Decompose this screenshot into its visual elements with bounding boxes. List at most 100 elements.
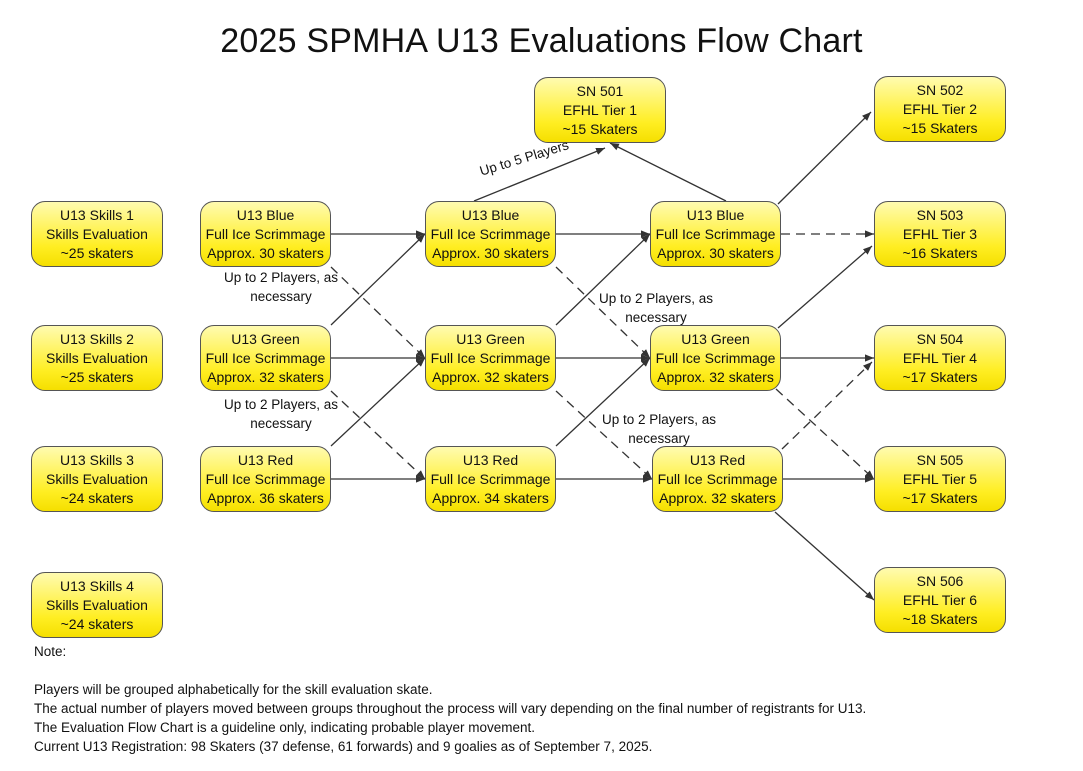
node-type: Skills Evaluation: [46, 225, 148, 242]
note-line: The Evaluation Flow Chart is a guideline…: [34, 720, 536, 735]
node-count: ~24 skaters: [60, 489, 134, 506]
node-name: U13 Green: [681, 330, 750, 347]
node-name: U13 Green: [456, 330, 525, 347]
node-tier: EFHL Tier 5: [902, 470, 978, 487]
connector-r1-green-to-r2-red: [330, 390, 426, 480]
node-count: Approx. 34 skaters: [432, 489, 549, 506]
node-count: ~17 Skaters: [902, 489, 978, 506]
node-name: SN 506: [916, 572, 964, 589]
node-name: U13 Blue: [236, 206, 295, 223]
team-node-sn503: SN 503 EFHL Tier 3 ~16 Skaters: [874, 201, 1006, 267]
node-count: ~15 Skaters: [902, 119, 978, 136]
edge-label-line: Up to 2 Players, as: [601, 412, 717, 427]
edge-label-line: necessary: [250, 289, 312, 304]
node-name: U13 Skills 4: [60, 577, 134, 594]
edge-label-up-to-2-r2-bottom: Up to 2 Players, as necessary: [595, 410, 723, 448]
node-count: Approx. 30 skaters: [207, 244, 324, 261]
note-line: Players will be grouped alphabetically f…: [34, 682, 433, 697]
node-type: Full Ice Scrimmage: [655, 225, 776, 242]
node-name: U13 Red: [237, 451, 294, 468]
node-count: ~16 Skaters: [902, 244, 978, 261]
connector-r1-blue-to-r2-green: [330, 266, 426, 359]
node-name: SN 501: [576, 82, 624, 99]
node-tier: EFHL Tier 2: [902, 100, 978, 117]
connector-r2-green-to-r3-blue: [555, 233, 651, 326]
node-tier: EFHL Tier 6: [902, 591, 978, 608]
node-count: Approx. 32 skaters: [207, 368, 324, 385]
node-count: Approx. 32 skaters: [432, 368, 549, 385]
team-node-sn504: SN 504 EFHL Tier 4 ~17 Skaters: [874, 325, 1006, 391]
round2-blue-node: U13 Blue Full Ice Scrimmage Approx. 30 s…: [425, 201, 556, 267]
connector-r2-blue-to-r3-green: [555, 266, 651, 359]
node-count: Approx. 30 skaters: [432, 244, 549, 261]
node-type: Skills Evaluation: [46, 470, 148, 487]
node-count: Approx. 32 skaters: [659, 489, 776, 506]
node-count: Approx. 36 skaters: [207, 489, 324, 506]
connector-r1-green-to-r2-blue: [330, 233, 426, 326]
node-type: Full Ice Scrimmage: [655, 349, 776, 366]
skills-node-1: U13 Skills 1 Skills Evaluation ~25 skate…: [31, 201, 163, 267]
edge-label-line: necessary: [625, 310, 687, 325]
node-type: Skills Evaluation: [46, 596, 148, 613]
round3-blue-node: U13 Blue Full Ice Scrimmage Approx. 30 s…: [650, 201, 781, 267]
round3-red-node: U13 Red Full Ice Scrimmage Approx. 32 sk…: [652, 446, 783, 512]
node-type: Full Ice Scrimmage: [205, 470, 326, 487]
node-count: ~15 Skaters: [562, 120, 638, 137]
node-type: Full Ice Scrimmage: [430, 349, 551, 366]
edge-label-line: necessary: [250, 416, 312, 431]
connector-r2-blue-to-sn501: [473, 147, 606, 202]
node-name: U13 Red: [689, 451, 746, 468]
connector-r3-blue-to-sn501: [609, 142, 727, 202]
connector-r3-red-to-sn504: [781, 361, 873, 450]
node-name: SN 502: [916, 81, 964, 98]
team-node-sn502: SN 502 EFHL Tier 2 ~15 Skaters: [874, 76, 1006, 142]
note-line: The actual number of players moved betwe…: [34, 701, 867, 716]
node-name: SN 503: [916, 206, 964, 223]
team-node-sn506: SN 506 EFHL Tier 6 ~18 Skaters: [874, 567, 1006, 633]
skills-node-2: U13 Skills 2 Skills Evaluation ~25 skate…: [31, 325, 163, 391]
round2-red-node: U13 Red Full Ice Scrimmage Approx. 34 sk…: [425, 446, 556, 512]
node-count: ~25 skaters: [60, 368, 134, 385]
node-count: Approx. 32 skaters: [657, 368, 774, 385]
round1-green-node: U13 Green Full Ice Scrimmage Approx. 32 …: [200, 325, 331, 391]
node-name: U13 Blue: [686, 206, 745, 223]
edge-label-line: Up to 2 Players, as: [598, 291, 714, 306]
node-type: Full Ice Scrimmage: [430, 225, 551, 242]
node-type: Full Ice Scrimmage: [430, 470, 551, 487]
node-type: Full Ice Scrimmage: [205, 349, 326, 366]
connector-r3-blue-to-sn502: [777, 111, 872, 205]
node-name: SN 505: [916, 451, 964, 468]
connector-r1-red-to-r2-green: [330, 357, 426, 447]
node-name: U13 Skills 1: [60, 206, 134, 223]
edge-label-line: Up to 2 Players, as: [223, 270, 339, 285]
connector-r3-green-to-sn505: [775, 388, 875, 480]
page-title: 2025 SPMHA U13 Evaluations Flow Chart: [220, 22, 863, 60]
node-count: ~17 Skaters: [902, 368, 978, 385]
node-name: U13 Green: [231, 330, 300, 347]
node-type: Skills Evaluation: [46, 349, 148, 366]
connector-r3-red-to-sn506: [774, 511, 875, 601]
node-tier: EFHL Tier 1: [562, 101, 638, 118]
node-type: Full Ice Scrimmage: [205, 225, 326, 242]
node-tier: EFHL Tier 3: [902, 225, 978, 242]
node-count: ~18 Skaters: [902, 610, 978, 627]
edge-label-up-to-2-r2-top: Up to 2 Players, as necessary: [592, 289, 720, 327]
skills-node-4: U13 Skills 4 Skills Evaluation ~24 skate…: [31, 572, 163, 638]
edge-label-line: necessary: [628, 431, 690, 446]
round1-red-node: U13 Red Full Ice Scrimmage Approx. 36 sk…: [200, 446, 331, 512]
connector-r2-red-to-r3-green: [555, 357, 651, 447]
round2-green-node: U13 Green Full Ice Scrimmage Approx. 32 …: [425, 325, 556, 391]
node-name: SN 504: [916, 330, 964, 347]
node-count: Approx. 30 skaters: [657, 244, 774, 261]
edge-label-line: Up to 2 Players, as: [223, 397, 339, 412]
round3-green-node: U13 Green Full Ice Scrimmage Approx. 32 …: [650, 325, 781, 391]
team-node-sn505: SN 505 EFHL Tier 5 ~17 Skaters: [874, 446, 1006, 512]
connector-r2-green-to-r3-red: [555, 390, 653, 480]
connector-r3-green-to-sn503: [777, 245, 873, 329]
node-name: U13 Red: [462, 451, 519, 468]
node-tier: EFHL Tier 4: [902, 349, 978, 366]
edge-label-up-to-2-r1-bottom: Up to 2 Players, as necessary: [217, 395, 345, 433]
note-line: Current U13 Registration: 98 Skaters (37…: [34, 739, 653, 754]
notes-section: Note: Players will be grouped alphabetic…: [34, 642, 866, 756]
